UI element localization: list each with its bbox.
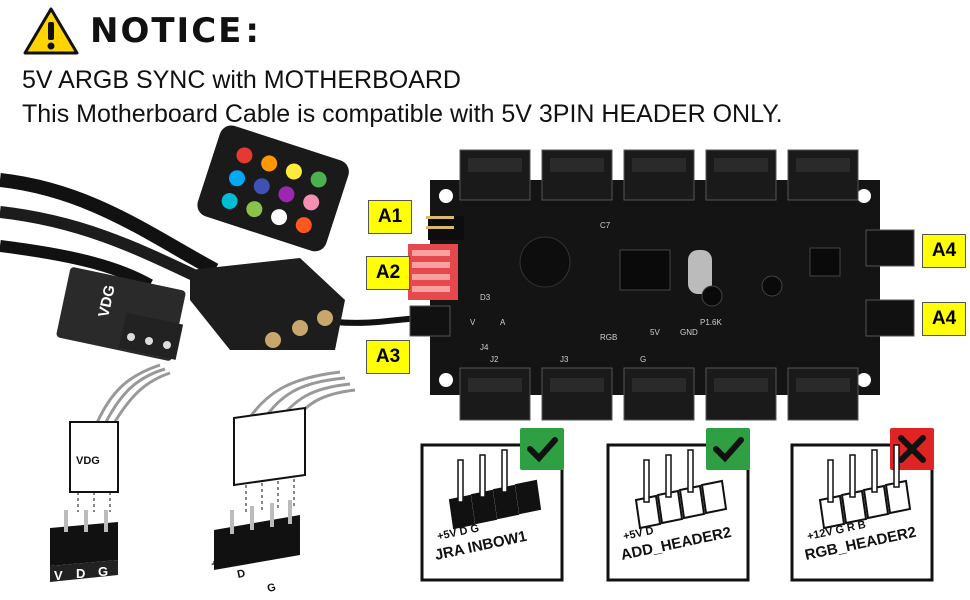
- cross-icon: [898, 435, 926, 463]
- header-pin: [643, 459, 650, 503]
- top-fan-connector-slot: [550, 158, 604, 172]
- header-pin: [849, 454, 856, 498]
- header-pin-housing: [700, 479, 728, 515]
- check-icon: [527, 437, 558, 463]
- top-fan-connector: [787, 149, 859, 201]
- header-pin: [457, 459, 464, 503]
- three-pin-plug: VDG V D G: [50, 363, 171, 583]
- top-fan-connector: [541, 149, 613, 201]
- check-icon: [713, 437, 744, 463]
- status-badge: [706, 428, 750, 470]
- vdg-plug-label: VDG: [95, 283, 118, 318]
- board-silk-label: RGB: [600, 333, 617, 342]
- header-pin-housing: [514, 479, 542, 515]
- top-fan-connector: [459, 149, 531, 201]
- remote-button: [278, 186, 295, 203]
- board-silk-label: C7: [600, 221, 611, 230]
- board-silk-label: D3: [480, 293, 491, 302]
- remote-button: [236, 147, 253, 164]
- callout-a2: A2: [366, 256, 410, 290]
- bottom-fan-connector: [623, 367, 695, 421]
- pin4-5v-label: +5V: [210, 555, 233, 571]
- remote-button: [229, 170, 246, 187]
- board-silk-label: J3: [560, 355, 569, 364]
- status-badge: [520, 428, 564, 470]
- pin4-g-label: G: [266, 581, 277, 595]
- remote-button: [285, 163, 302, 180]
- top-fan-connector-slot: [468, 158, 522, 172]
- notice-line-2: This Motherboard Cable is compatible wit…: [22, 100, 783, 128]
- bottom-fan-connector: [787, 367, 859, 421]
- bottom-fan-connector-slot: [550, 378, 604, 392]
- pin-v-label: V: [54, 568, 63, 583]
- callout-a4-bottom: A4: [922, 302, 966, 336]
- hub-input-connector: [190, 258, 345, 350]
- top-fan-connector: [705, 149, 777, 201]
- board-silk-label: P1.6K: [700, 318, 722, 327]
- notice-colon: :: [245, 11, 261, 51]
- remote-button: [221, 193, 238, 210]
- pin-g-label: G: [98, 564, 108, 579]
- callout-a3: A3: [366, 340, 410, 374]
- header-pin: [665, 454, 672, 498]
- bottom-fan-connector: [541, 367, 613, 421]
- notice-heading: NOTICE :: [22, 6, 261, 56]
- bottom-fan-connector: [459, 367, 531, 421]
- vdg-plug: VDG: [56, 267, 186, 361]
- board-silk-label: G: [640, 355, 646, 364]
- remote-button: [253, 178, 270, 195]
- header-pin: [827, 459, 834, 503]
- warning-triangle-icon: [23, 7, 79, 55]
- bottom-fan-connector-slot: [714, 378, 768, 392]
- pin4-d-label: D: [236, 568, 246, 581]
- top-fan-connector: [623, 149, 695, 201]
- remote-button: [261, 155, 278, 172]
- bottom-fan-connector-slot: [632, 378, 686, 392]
- board-silk-label: A: [500, 318, 506, 327]
- callout-a4-top: A4: [922, 234, 966, 268]
- bottom-fan-connector-slot: [468, 378, 522, 392]
- remote-button: [303, 194, 320, 211]
- bottom-fan-connector: [705, 367, 777, 421]
- board-silk-label: J2: [490, 355, 499, 364]
- header-pin: [687, 449, 694, 493]
- board-silk-label: 5V: [650, 328, 660, 337]
- remote-button: [246, 201, 263, 218]
- vdg-small-label: VDG: [76, 455, 100, 467]
- four-pin-plug: +5V D G: [210, 370, 356, 595]
- remote-button: [295, 217, 312, 234]
- header-pin: [479, 454, 486, 498]
- remote-button: [310, 171, 327, 188]
- pin-d-label: D: [76, 566, 85, 581]
- top-fan-connector-slot: [632, 158, 686, 172]
- header-pin: [893, 444, 900, 488]
- top-fan-connector-slot: [796, 158, 850, 172]
- bottom-fan-connector-slot: [796, 378, 850, 392]
- notice-line-1: 5V ARGB SYNC with MOTHERBOARD: [22, 66, 461, 94]
- board-silk-label: J4: [480, 343, 489, 352]
- board-silk-label: GND: [680, 328, 698, 337]
- header-pin: [501, 449, 508, 493]
- top-fan-connector-slot: [714, 158, 768, 172]
- notice-title: NOTICE: [90, 11, 244, 51]
- callout-a1: A1: [368, 200, 412, 234]
- board-silk-label: V: [470, 318, 476, 327]
- header-pin: [871, 449, 878, 493]
- remote-button: [271, 209, 288, 226]
- remote-control: [197, 125, 349, 252]
